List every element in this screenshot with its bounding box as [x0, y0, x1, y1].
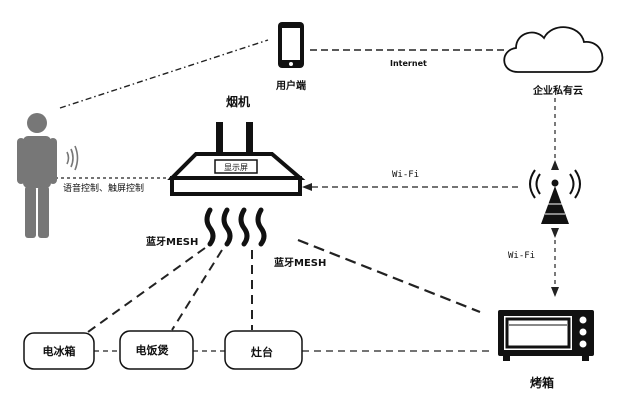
private-cloud-label: 企业私有云	[532, 84, 583, 97]
mesh-right-label: 蓝牙MESH	[274, 256, 326, 269]
arrow-oven-up	[551, 287, 559, 297]
wifi-oven-label: Wi-Fi	[508, 251, 535, 261]
stove-box	[224, 330, 303, 370]
oven-label: 烤箱	[530, 375, 554, 390]
wifi-hood-label: Wi-Fi	[392, 170, 419, 180]
cloud-icon	[503, 26, 604, 73]
arrow-tower-up	[551, 160, 559, 170]
arrow-hood-wifi	[302, 183, 312, 191]
fridge-label: 电冰箱	[43, 344, 76, 358]
sound-waves-icon	[66, 145, 79, 171]
oven-icon	[498, 310, 594, 361]
stove-label: 灶台	[251, 345, 273, 359]
display-screen-label: 显示屏	[224, 163, 248, 172]
voice-touch-label: 语音控制、触屏控制	[63, 182, 144, 194]
wifi-tower-icon	[529, 169, 581, 224]
fridge-box	[23, 332, 95, 370]
connector-person-phone	[59, 39, 269, 109]
person-icon	[17, 113, 57, 238]
connector-hood-oven	[297, 238, 481, 314]
mesh-left-label: 蓝牙MESH	[146, 235, 198, 248]
internet-label: Internet	[390, 59, 427, 68]
rice-cooker-box	[119, 330, 194, 370]
range-hood-icon	[167, 122, 306, 196]
user-terminal-label: 用户端	[275, 79, 306, 92]
steam-icon	[204, 207, 267, 247]
smartphone-icon	[278, 22, 304, 68]
range-hood-label: 烟机	[226, 94, 250, 109]
connector-hood-fridge	[87, 247, 206, 333]
connector-hood-ricecooker	[171, 249, 223, 331]
rice-cooker-label: 电饭煲	[136, 343, 170, 357]
arrow-tower-down	[551, 228, 559, 238]
